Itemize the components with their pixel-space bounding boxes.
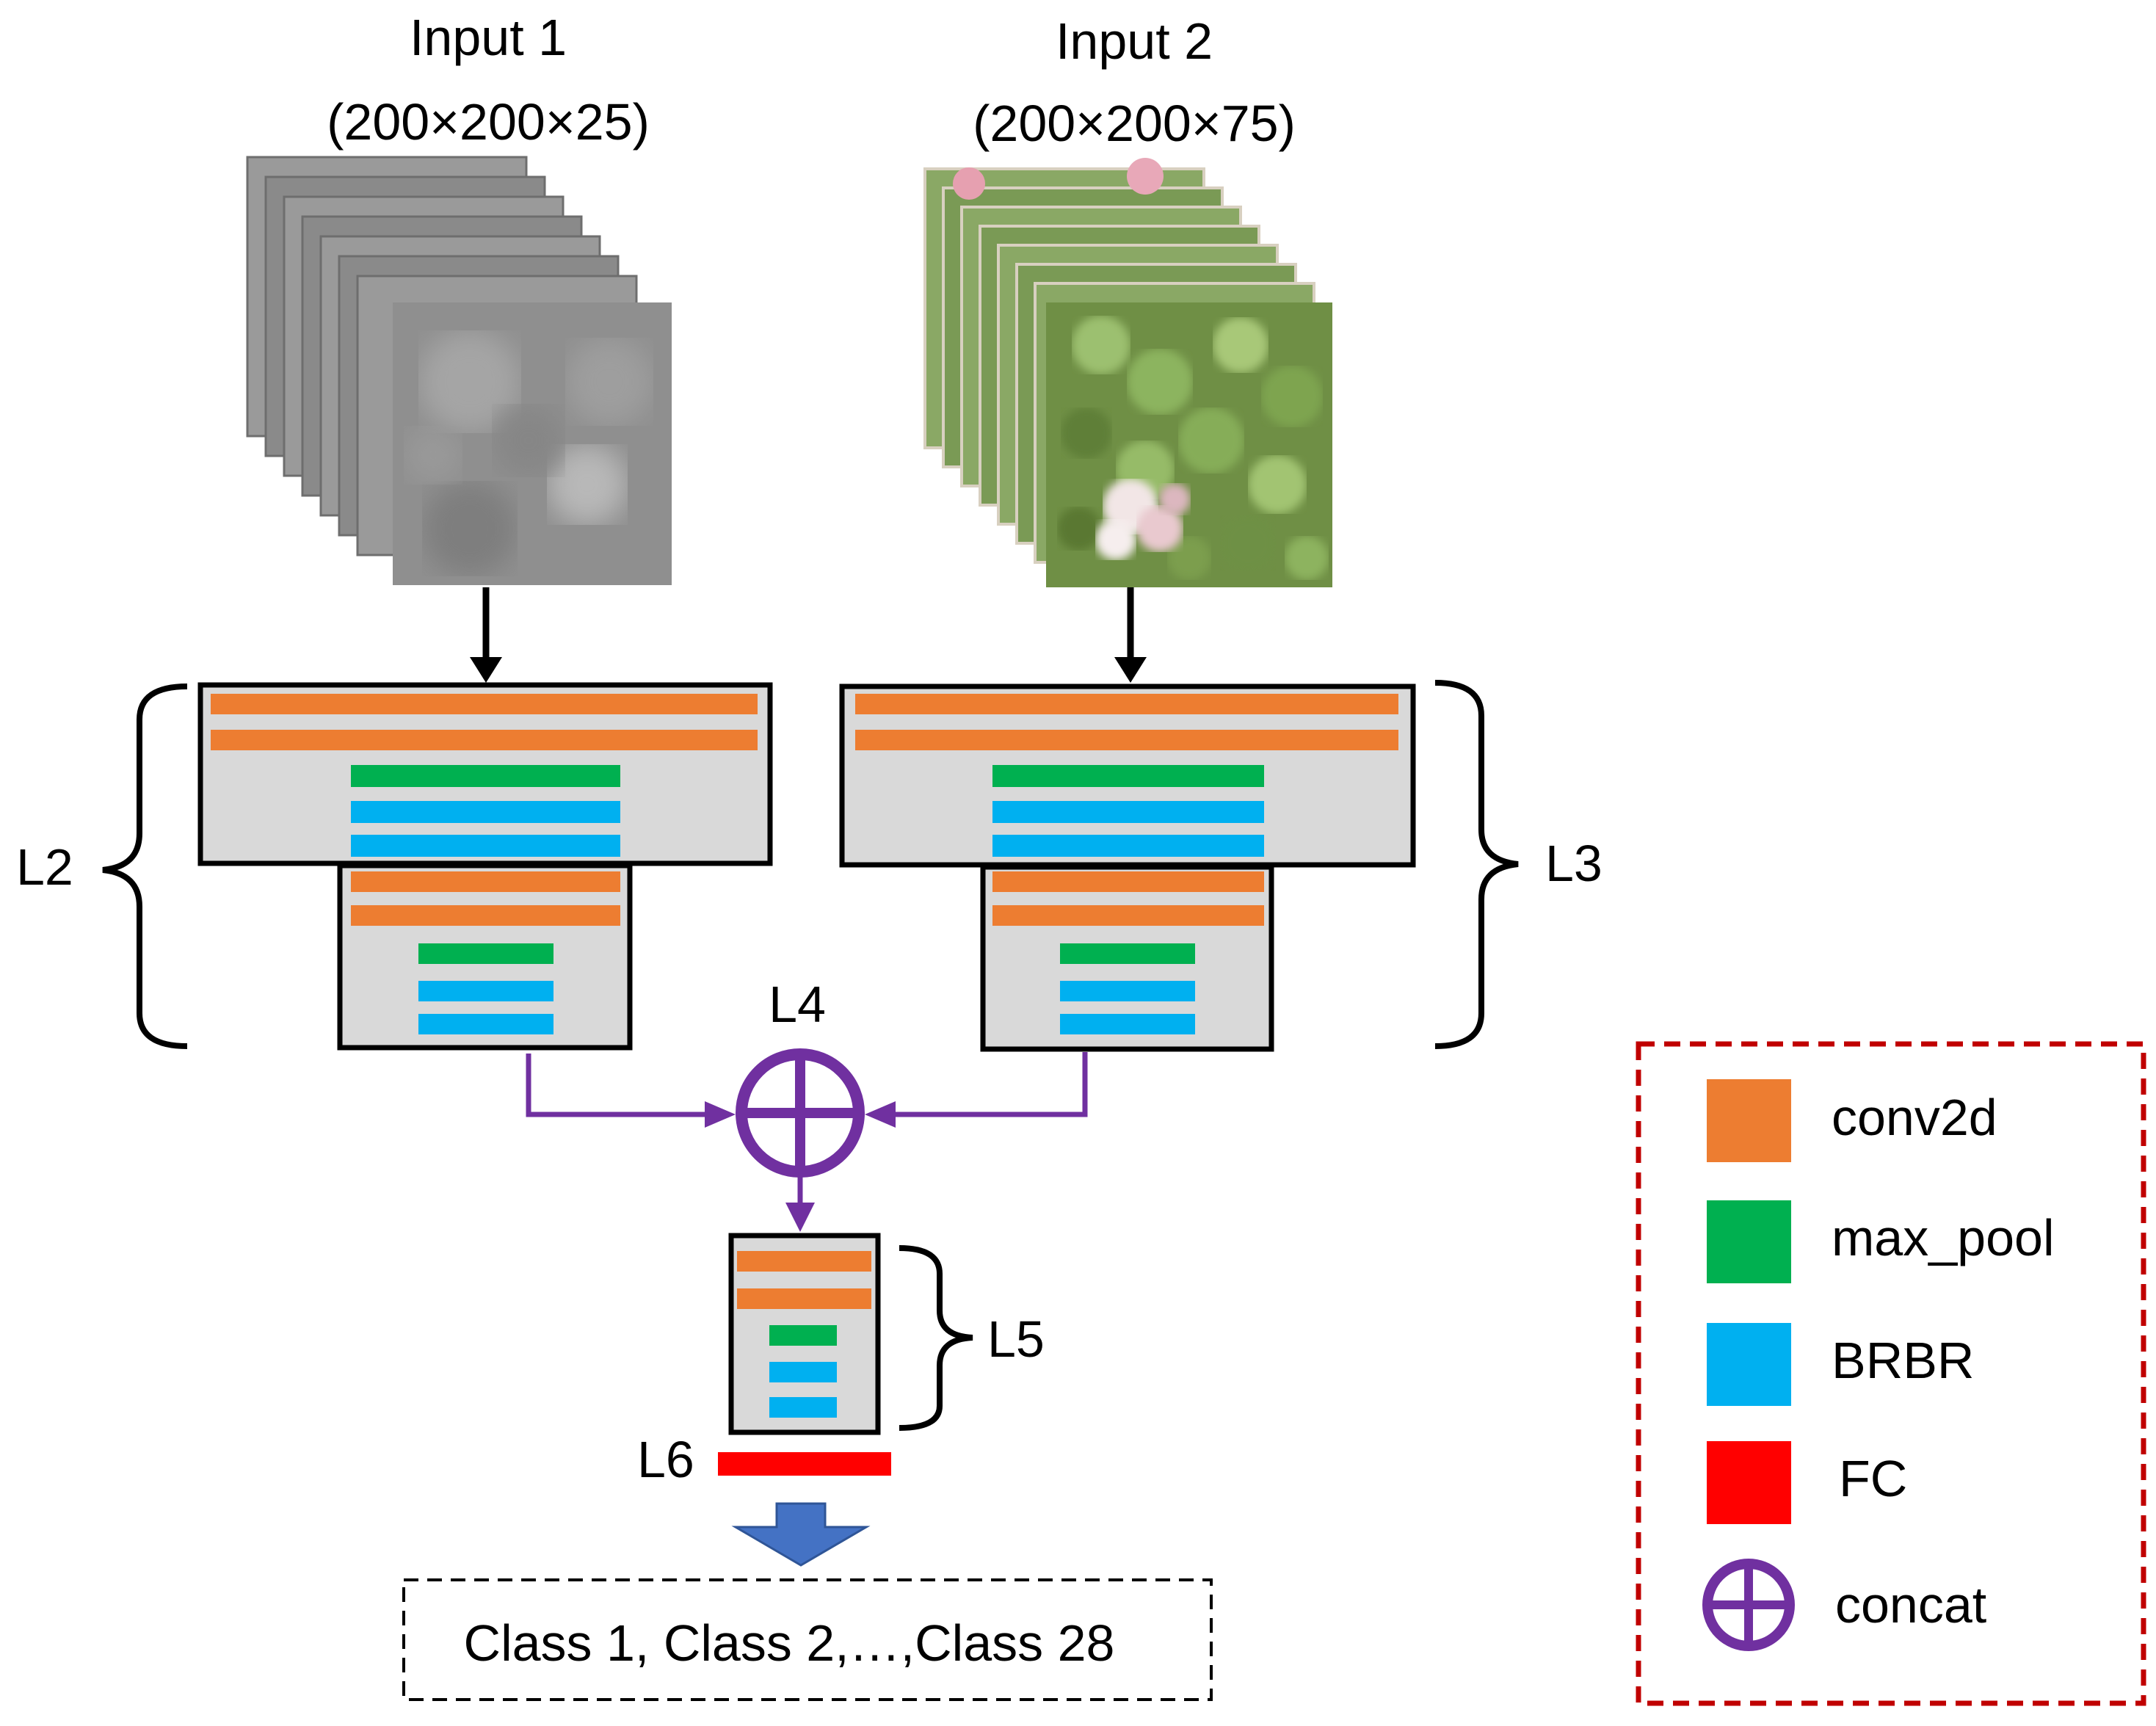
- conv2d-layer: [855, 730, 1398, 750]
- legend-item-max-pool: max_pool: [1707, 1200, 2055, 1283]
- l3-brace: [1434, 680, 1519, 1049]
- left-branch-block-2: [337, 863, 633, 1051]
- input-2-front-frame: [1046, 302, 1332, 587]
- l2-label: L2: [16, 838, 73, 896]
- brbr-layer: [992, 801, 1264, 823]
- brbr-layer: [769, 1397, 837, 1418]
- flower-accent: [1127, 158, 1164, 195]
- legend-label-max-pool: max_pool: [1832, 1209, 2055, 1266]
- left-connector-arrowhead: [705, 1101, 736, 1128]
- brbr-layer: [351, 801, 620, 823]
- blue-square-icon: [1707, 1323, 1791, 1406]
- l2-brace: [102, 683, 188, 1049]
- concat-node: [736, 1048, 865, 1178]
- green-square-icon: [1707, 1200, 1791, 1283]
- circle-plus-icon: [1702, 1559, 1795, 1651]
- conv2d-layer: [211, 694, 758, 714]
- brbr-layer: [418, 1014, 553, 1034]
- legend-item-conv2d: conv2d: [1707, 1079, 1997, 1162]
- right-branch-block-1: [839, 683, 1416, 868]
- max-pool-layer: [769, 1325, 837, 1346]
- l3-label: L3: [1545, 835, 1603, 892]
- input-1-image-stack: [246, 156, 672, 585]
- input-2-image-stack: [923, 158, 1332, 587]
- output-down-arrow: [731, 1502, 871, 1567]
- max-pool-layer: [418, 943, 553, 964]
- l5-label: L5: [987, 1310, 1045, 1368]
- brbr-layer: [418, 981, 553, 1001]
- red-square-icon: [1707, 1441, 1791, 1524]
- concat-to-l5-arrowhead: [785, 1203, 815, 1232]
- right-branch-block-2: [980, 864, 1274, 1052]
- legend-label-brbr: BRBR: [1832, 1332, 1974, 1389]
- input-1-arrowhead: [470, 657, 502, 683]
- flower-accent: [953, 167, 985, 200]
- output-classes-text: Class 1, Class 2,…,Class 28: [464, 1614, 1115, 1672]
- orange-square-icon: [1707, 1079, 1791, 1162]
- legend-label-conv2d: conv2d: [1832, 1089, 1997, 1146]
- conv2d-layer: [351, 871, 620, 892]
- conv2d-layer: [992, 871, 1264, 892]
- output-box: [402, 1578, 1213, 1701]
- left-branch-block-1: [197, 682, 773, 866]
- brbr-layer: [992, 835, 1264, 857]
- l5-block: [728, 1233, 881, 1435]
- brbr-layer: [1060, 981, 1195, 1001]
- input-1-shape: (200×200×25): [327, 93, 650, 151]
- conv2d-layer: [351, 905, 620, 926]
- input-1-title: Input 1: [410, 9, 567, 66]
- input-2-title: Input 2: [1056, 12, 1213, 70]
- conv2d-layer: [737, 1288, 871, 1309]
- legend-label-concat: concat: [1835, 1576, 1986, 1633]
- legend-item-concat: concat: [1702, 1559, 1986, 1651]
- legend-item-brbr: BRBR: [1707, 1323, 1974, 1406]
- conv2d-layer: [992, 905, 1264, 926]
- right-to-concat-connector: [885, 1052, 1088, 1117]
- conv2d-layer: [211, 730, 758, 750]
- legend-item-fc: FC: [1707, 1441, 1907, 1524]
- fc-layer: [718, 1452, 891, 1476]
- input-2-arrowhead: [1114, 657, 1147, 683]
- left-to-concat-connector: [526, 1054, 716, 1117]
- brbr-layer: [769, 1362, 837, 1382]
- legend-label-fc: FC: [1839, 1450, 1907, 1507]
- l4-label: L4: [769, 976, 826, 1033]
- right-connector-arrowhead: [865, 1101, 896, 1128]
- max-pool-layer: [1060, 943, 1195, 964]
- conv2d-layer: [737, 1251, 871, 1272]
- max-pool-layer: [351, 765, 620, 787]
- l5-brace: [899, 1245, 973, 1431]
- l6-label: L6: [637, 1431, 694, 1488]
- input-1-front-frame: [393, 302, 672, 585]
- brbr-layer: [351, 835, 620, 857]
- brbr-layer: [1060, 1014, 1195, 1034]
- input-2-shape: (200×200×75): [973, 95, 1296, 152]
- conv2d-layer: [855, 694, 1398, 714]
- max-pool-layer: [992, 765, 1264, 787]
